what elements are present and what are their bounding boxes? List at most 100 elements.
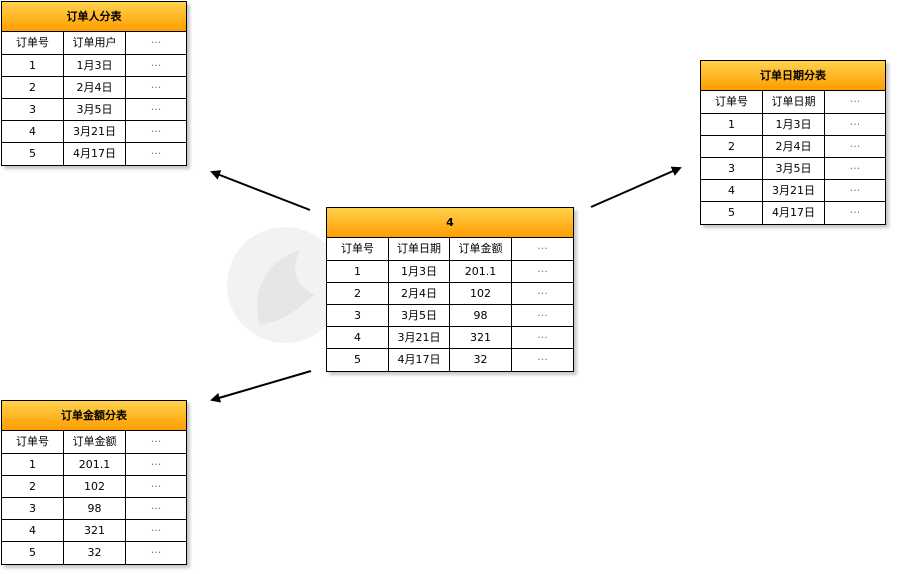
table-cell: 3月5日 [64,99,126,120]
table-cell: ··· [150,103,162,116]
table-cell: 3 [327,305,389,326]
table-cell: 5 [327,349,389,371]
table-cell: 5 [2,542,64,564]
table-cell: 1 [701,114,763,135]
table-row: 4 3月21日 321 ··· [327,327,573,349]
table-cell: ··· [849,118,861,131]
table-cell: 2 [2,476,64,497]
table-cell: 32 [450,349,512,371]
header-row: 订单号 订单日期 ··· [701,91,885,114]
table-row: 3 3月5日 ··· [2,99,186,121]
table-row: 1 1月3日 ··· [701,114,885,136]
table-row: 4 3月21日 ··· [2,121,186,143]
table-cell: 321 [64,520,126,541]
table-cell: 1月3日 [763,114,825,135]
table-row: 5 4月17日 32 ··· [327,349,573,371]
header-cell: 订单日期 [763,91,825,113]
table-cell: ··· [150,125,162,138]
table-cell: 3月21日 [389,327,450,348]
table-row: 4 3月21日 ··· [701,180,885,202]
table-cell: 3月21日 [64,121,126,142]
table-cell: 2月4日 [389,283,450,304]
header-cell: ··· [150,36,162,49]
center-order-table: 4 订单号 订单日期 订单金额 ··· 1 1月3日 201.1 ··· 2 2… [326,207,574,372]
table-title: 订单日期分表 [701,61,885,91]
header-cell: 订单号 [2,32,64,54]
table-row: 2 2月4日 ··· [701,136,885,158]
arrow-to-amount-table [210,370,312,403]
table-row: 3 3月5日 ··· [701,158,885,180]
table-cell: 102 [64,476,126,497]
table-cell: 32 [64,542,126,564]
table-cell: 3月21日 [763,180,825,201]
table-cell: 2月4日 [763,136,825,157]
table-cell: ··· [849,184,861,197]
table-row: 5 4月17日 ··· [701,202,885,224]
header-row: 订单号 订单用户 ··· [2,32,186,55]
table-row: 2 2月4日 ··· [2,77,186,99]
table-row: 5 32 ··· [2,542,186,564]
header-cell: 订单号 [2,431,64,453]
table-cell: 1月3日 [389,261,450,282]
table-cell: 98 [64,498,126,519]
header-cell: ··· [150,435,162,448]
table-cell: 4月17日 [64,143,126,165]
order-user-table: 订单人分表 订单号 订单用户 ··· 1 1月3日 ··· 2 2月4日 ···… [1,1,187,166]
table-cell: ··· [537,353,548,366]
header-row: 订单号 订单日期 订单金额 ··· [327,238,573,261]
order-date-table: 订单日期分表 订单号 订单日期 ··· 1 1月3日 ··· 2 2月4日 ··… [700,60,886,225]
table-cell: 201.1 [64,454,126,475]
table-cell: ··· [150,59,162,72]
table-cell: 1 [2,454,64,475]
table-cell: ··· [849,206,861,219]
table-row: 4 321 ··· [2,520,186,542]
table-title: 订单人分表 [2,2,186,32]
table-cell: 5 [2,143,64,165]
table-cell: 98 [450,305,512,326]
header-cell: 订单用户 [64,32,126,54]
table-row: 1 1月3日 201.1 ··· [327,261,573,283]
table-cell: 1 [2,55,64,76]
table-cell: ··· [150,524,162,537]
table-cell: 2 [2,77,64,98]
header-cell: ··· [849,95,861,108]
table-row: 2 2月4日 102 ··· [327,283,573,305]
table-cell: 4月17日 [763,202,825,224]
table-title: 订单金额分表 [2,401,186,431]
table-title: 4 [327,208,573,238]
arrow-to-date-table [590,166,682,208]
table-cell: 3 [2,498,64,519]
arrow-to-user-table [210,170,311,211]
header-row: 订单号 订单金额 ··· [2,431,186,454]
table-cell: 4 [327,327,389,348]
table-row: 3 98 ··· [2,498,186,520]
table-cell: ··· [537,265,548,278]
table-cell: ··· [537,309,548,322]
watermark-logo-icon [227,227,343,343]
header-cell: 订单金额 [450,238,512,260]
table-cell: ··· [537,331,548,344]
table-row: 5 4月17日 ··· [2,143,186,165]
table-cell: 3 [701,158,763,179]
table-cell: 4月17日 [389,349,450,371]
table-row: 2 102 ··· [2,476,186,498]
table-cell: 4 [2,121,64,142]
table-cell: 102 [450,283,512,304]
table-cell: ··· [150,458,162,471]
table-cell: ··· [150,147,162,160]
table-row: 3 3月5日 98 ··· [327,305,573,327]
table-cell: 321 [450,327,512,348]
header-cell: ··· [537,242,548,255]
table-cell: 4 [2,520,64,541]
table-cell: 1月3日 [64,55,126,76]
table-cell: ··· [150,546,162,559]
table-cell: ··· [150,81,162,94]
table-cell: ··· [150,502,162,515]
table-cell: 3月5日 [389,305,450,326]
table-cell: 5 [701,202,763,224]
table-cell: ··· [150,480,162,493]
table-cell: 3月5日 [763,158,825,179]
table-cell: ··· [849,140,861,153]
table-cell: 1 [327,261,389,282]
